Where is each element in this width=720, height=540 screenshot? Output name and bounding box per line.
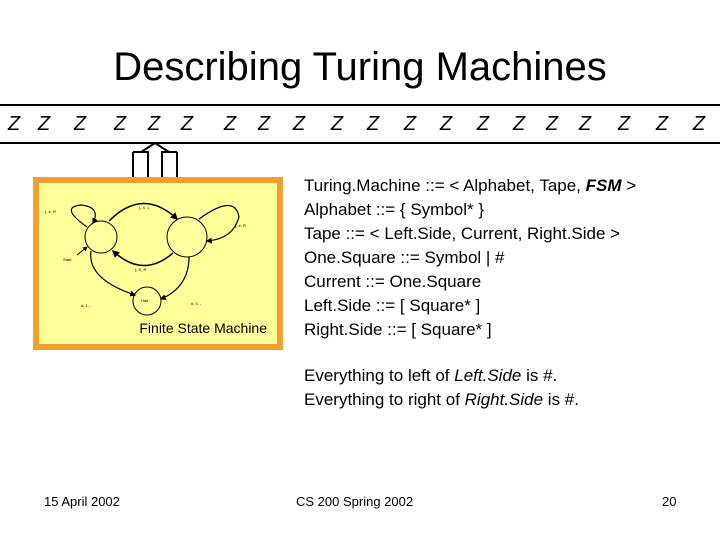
grammar-line: Tape ::= < Left.Side, Current, Right.Sid… [304, 224, 621, 243]
grammar-rules: Turing.Machine ::= < Alphabet, Tape, FSM… [304, 174, 636, 342]
tape-cell: Z [617, 113, 631, 135]
fsm-state-middle [166, 216, 208, 258]
fsm-edge-bottom [111, 249, 174, 267]
fsm-state-start [84, 220, 118, 254]
tape-cell: Z [180, 113, 194, 135]
fsm-caption: Finite State Machine [139, 320, 267, 336]
note-line: Everything to left of Left.Side is #. [304, 366, 558, 385]
slide-title: Describing Turing Machines [113, 45, 607, 89]
tape-cell: Z [578, 113, 592, 135]
tape-cell: Z [439, 113, 453, 135]
footer-date: 15 April 2002 [44, 494, 120, 509]
tape-head-arrow-icon [132, 142, 178, 182]
tape-cell: Z [403, 113, 417, 135]
fsm-label: #, 0, - [191, 301, 202, 306]
fsm-loop-middle [198, 204, 240, 244]
fsm-loop-start [70, 204, 98, 228]
fsm-label: Halt [141, 298, 149, 303]
fsm-label: Start [63, 257, 72, 262]
grammar-line: One.Square ::= Symbol | # [304, 248, 505, 267]
tape-cell: Z [512, 113, 526, 135]
tape-cell: Z [545, 113, 559, 135]
tape-cell: Z [257, 113, 271, 135]
tape-cell: Z [476, 113, 490, 135]
fsm-label: ), #, R [45, 209, 56, 214]
tape-cell: Z [73, 113, 87, 135]
fsm-edge-to-halt-right [159, 256, 190, 300]
tape-cell: Z [655, 113, 669, 135]
tape-cell: Z [292, 113, 306, 135]
grammar-line: Alphabet ::= { Symbol* } [304, 200, 485, 219]
fsm-edge-to-halt-left [90, 250, 137, 297]
fsm-edge-top [108, 202, 179, 222]
fsm-diagram: ), X, L ), #, R ), #, R (, X, R #, 1, - … [33, 177, 283, 350]
tape-cell: Z [692, 113, 706, 135]
tape-cell: Z [366, 113, 380, 135]
tape-cell: Z [147, 113, 161, 135]
fsm-label: ), #, R [235, 223, 246, 228]
tape-notes: Everything to left of Left.Side is #. Ev… [304, 364, 579, 412]
grammar-line: Turing.Machine ::= < Alphabet, Tape, FSM… [304, 176, 637, 195]
footer-course: CS 200 Spring 2002 [296, 494, 414, 509]
turing-tape: Z Z Z Z Z Z Z Z Z Z Z Z Z Z Z Z Z Z Z Z [0, 104, 720, 144]
fsm-state-halt [132, 286, 162, 316]
tape-cell: Z [330, 113, 344, 135]
tape-cell: Z [7, 113, 21, 135]
fsm-label: (, X, R [135, 267, 146, 272]
grammar-line: Current ::= One.Square [304, 272, 482, 291]
grammar-line: Right.Side ::= [ Square* ] [304, 320, 492, 339]
fsm-label: #, 1, - [81, 303, 92, 308]
footer-page-number: 20 [662, 494, 677, 509]
fsm-label: ), X, L [139, 205, 150, 210]
grammar-line: Left.Side ::= [ Square* ] [304, 296, 481, 315]
tape-cell: Z [223, 113, 237, 135]
note-line: Everything to right of Right.Side is #. [304, 390, 579, 409]
fsm-graph: ), X, L ), #, R ), #, R (, X, R #, 1, - … [45, 202, 246, 316]
tape-cell: Z [37, 113, 51, 135]
tape-cell: Z [113, 113, 127, 135]
